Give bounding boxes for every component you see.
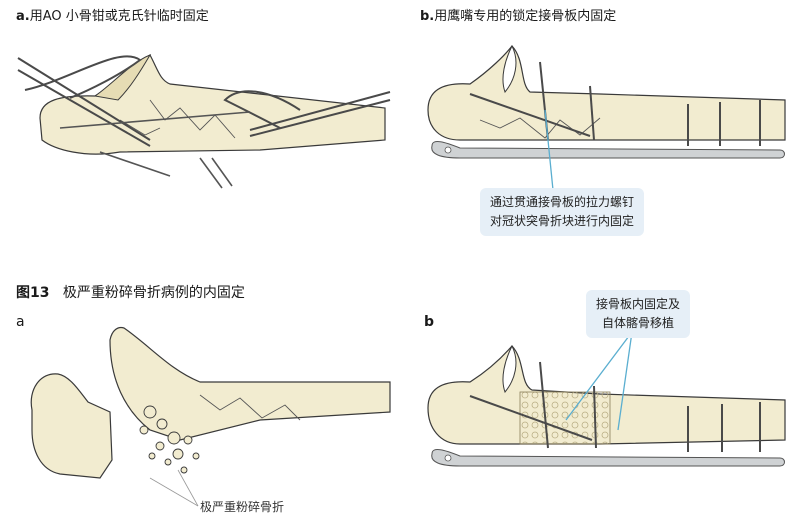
callout-b-top-line1: 通过贯通接骨板的拉力螺钉 xyxy=(490,195,635,209)
severe-comminution-label: 极严重粉碎骨折 xyxy=(200,500,285,514)
callout-plate-graft-b-bottom: 接骨板内固定及 自体髂骨移植 xyxy=(586,290,691,338)
figure-title-label: 图13 xyxy=(16,285,50,301)
fracture-lines-b-top xyxy=(479,117,601,139)
callout-lag-screw-b-top: 通过贯通接骨板的拉力螺钉 对冠状突骨折块进行内固定 xyxy=(480,188,645,236)
figure-title: 图13 极严重粉碎骨折病例的内固定 xyxy=(16,282,245,302)
panel-b-top-caption-text: 用鹰嘴专用的锁定接骨板内固定 xyxy=(434,9,617,24)
bone-forceps xyxy=(17,55,391,147)
olecranon-tip-b-top xyxy=(502,44,517,93)
olecranon-a-top xyxy=(93,54,152,101)
k-wires xyxy=(59,111,251,189)
callout-pointer-lines-b-bottom xyxy=(565,331,633,431)
ulna-bone-b-top xyxy=(427,45,786,141)
locking-plate-b-bottom xyxy=(431,449,785,467)
panel-a-bottom-illustration xyxy=(30,326,391,507)
panel-b-bottom-illustration xyxy=(427,331,786,467)
panel-a-top-illustration xyxy=(17,54,391,189)
panel-b-letter: b xyxy=(424,314,435,330)
label-pointer-lines-a-bottom xyxy=(149,469,199,507)
locking-plate-b-top xyxy=(431,141,785,159)
panel-a-top-caption: a.用AO 小骨钳或克氏针临时固定 xyxy=(16,5,209,24)
fracture-lines-a-top xyxy=(119,99,236,139)
olecranon-tip-b-bottom xyxy=(502,344,517,393)
panel-a-top-prefix: a. xyxy=(16,9,30,24)
panel-a-top-caption-text: 用AO 小骨钳或克氏针临时固定 xyxy=(29,9,209,24)
proximal-fragment-a-bottom xyxy=(30,373,113,479)
comminuted-fragments-a-bottom xyxy=(139,405,200,474)
callout-b-top-line2: 对冠状突骨折块进行内固定 xyxy=(490,214,635,228)
panel-b-top-prefix: b. xyxy=(420,9,435,24)
figure-title-text: 极严重粉碎骨折病例的内固定 xyxy=(62,285,245,301)
callout-b-bottom-line2: 自体髂骨移植 xyxy=(602,316,675,330)
panel-a-letter: a xyxy=(16,314,25,330)
screws-b-bottom xyxy=(469,361,761,452)
distal-shaft-a-bottom xyxy=(109,326,391,441)
shaft-fracture-lines-a-bottom xyxy=(199,394,301,421)
callout-b-bottom-line1: 接骨板内固定及 xyxy=(596,297,681,311)
panel-b-top-illustration xyxy=(427,44,786,191)
panel-b-top-caption: b.用鹰嘴专用的锁定接骨板内固定 xyxy=(420,5,616,24)
callout-pointer-b-top xyxy=(544,109,554,191)
